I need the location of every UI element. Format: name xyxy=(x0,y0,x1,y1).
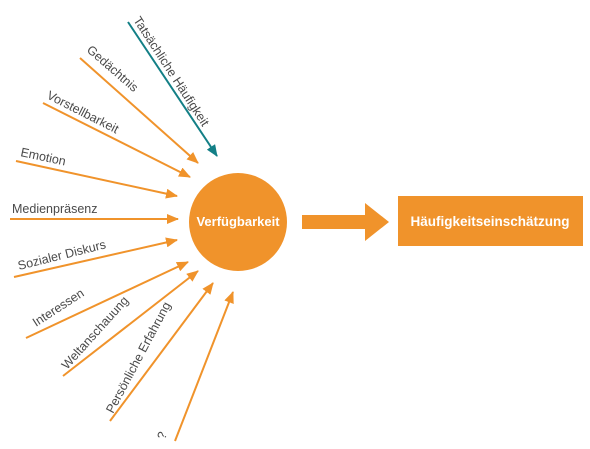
input-arrow-weltanschauung xyxy=(62,270,199,377)
input-arrow-gedaechtnis xyxy=(79,57,199,164)
input-arrow-unknown xyxy=(174,291,234,442)
result-box xyxy=(398,196,583,246)
input-arrow-vorstellbarkeit xyxy=(42,102,191,178)
input-arrow-sozialer-diskurs xyxy=(13,237,178,278)
input-label-vorstellbarkeit: Vorstellbarkeit xyxy=(45,88,122,136)
input-arrow-tatsaechliche-haeufigkeit xyxy=(127,21,218,157)
input-arrow-interessen xyxy=(25,261,189,339)
input-arrow-emotion xyxy=(15,160,178,199)
center-node-label: Verfügbarkeit xyxy=(196,214,280,229)
input-label-tatsaechliche-haeufigkeit: Tatsächliche Häufigkeit xyxy=(130,14,212,129)
input-label-sozialer-diskurs: Sozialer Diskurs xyxy=(16,237,107,272)
result-box-label: Häufigkeitseinschätzung xyxy=(410,214,569,229)
input-label-medienpraesenz: Medienpräsenz xyxy=(12,202,97,216)
center-node xyxy=(189,173,287,271)
input-arrow-persoenliche-erfahrung xyxy=(109,282,214,422)
input-label-emotion: Emotion xyxy=(19,145,67,168)
output-arrow xyxy=(302,203,389,241)
input-label-unknown: ? xyxy=(155,430,170,441)
